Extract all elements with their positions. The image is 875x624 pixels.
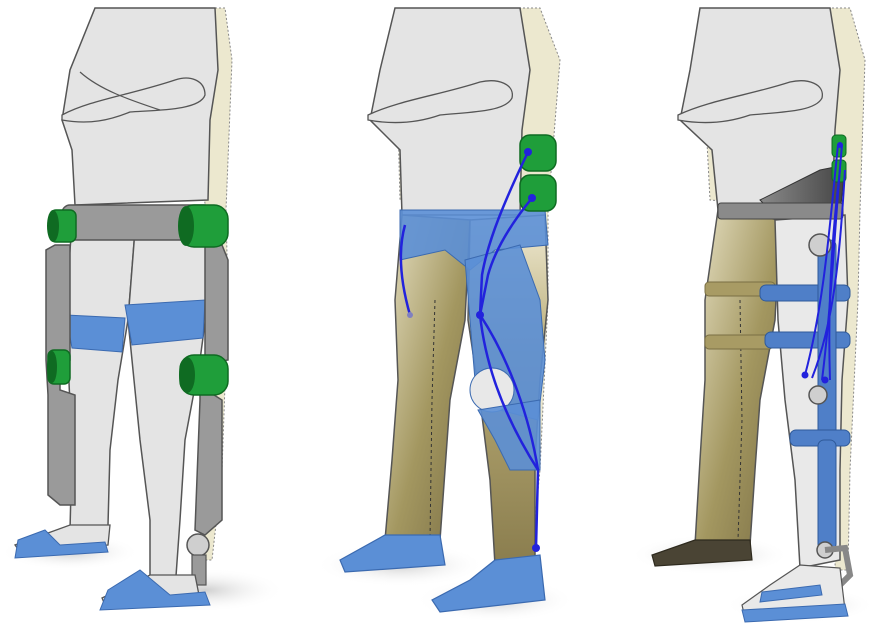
thigh-cuff-right	[125, 300, 205, 345]
hip-motor-left	[47, 210, 76, 242]
cable-anchor	[802, 372, 809, 379]
pants-left	[385, 215, 470, 540]
panel-2	[315, 8, 575, 622]
ankle-joint	[187, 534, 209, 556]
thigh-band	[765, 332, 850, 348]
left-leg	[66, 225, 135, 535]
cable-anchor	[837, 142, 843, 148]
cable-anchor	[476, 311, 484, 319]
cable-anchor	[524, 148, 532, 156]
cable-anchor	[528, 194, 536, 202]
thigh-cuff-left	[66, 315, 125, 352]
hip-motor-right	[178, 205, 228, 247]
pants-left	[695, 210, 780, 545]
panel-3	[630, 8, 875, 623]
cable-anchor	[407, 312, 413, 318]
brace-upright-lower	[818, 440, 836, 550]
leg-strap	[705, 335, 773, 349]
hip-belt	[718, 203, 843, 219]
panel-1	[0, 8, 285, 612]
left-shoe	[340, 535, 445, 572]
cable-anchor	[822, 377, 829, 384]
knee-joint	[809, 386, 827, 404]
cable-anchor	[532, 544, 540, 552]
knee-motor-left	[47, 350, 70, 384]
knee-motor-right	[179, 355, 228, 395]
